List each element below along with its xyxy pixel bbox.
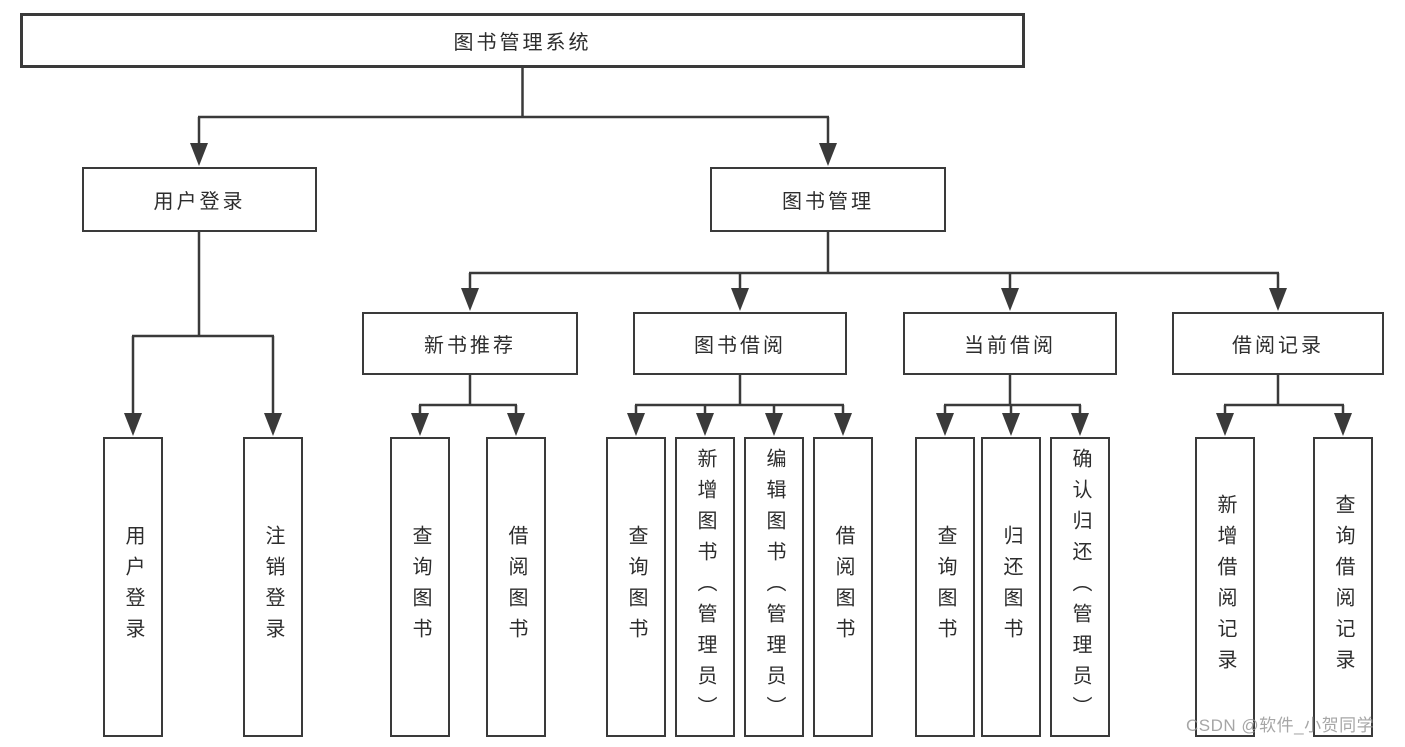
connector-borrow-records	[1223, 375, 1345, 418]
arrow-down-icon	[1269, 288, 1287, 311]
leaf-add-books-admin: 新增图书（管理员）	[675, 437, 735, 737]
node-label: 图书管理	[782, 191, 874, 213]
connector-book-management	[468, 232, 1280, 293]
arrow-down-icon	[834, 413, 852, 436]
node-label: 图书借阅	[694, 335, 786, 357]
leaf-label: 借阅图书	[832, 525, 854, 649]
arrow-down-icon	[696, 413, 714, 436]
node-label: 图书管理系统	[453, 32, 592, 54]
node-label: 新书推荐	[424, 335, 516, 357]
csdn-watermark: CSDN @软件_小贺同学	[1186, 716, 1375, 735]
node-label: 用户登录	[153, 191, 246, 213]
leaf-query-borrow-record: 查询借阅记录	[1313, 437, 1373, 737]
connector-root	[197, 68, 830, 147]
leaf-logout: 注销登录	[243, 437, 303, 737]
arrow-down-icon	[1216, 413, 1234, 436]
leaf-query-books-current: 查询图书	[915, 437, 975, 737]
arrow-down-icon	[190, 143, 208, 166]
arrow-down-icon	[264, 413, 282, 436]
node-book-borrow: 图书借阅	[633, 312, 847, 375]
node-label: 当前借阅	[964, 335, 1056, 357]
leaf-label: 用户登录	[122, 525, 144, 649]
node-borrow-records: 借阅记录	[1172, 312, 1384, 375]
leaf-query-books-borrow: 查询图书	[606, 437, 666, 737]
leaf-label: 注销登录	[262, 525, 284, 649]
arrow-down-icon	[1001, 288, 1019, 311]
arrow-down-icon	[507, 413, 525, 436]
leaf-label: 借阅图书	[505, 525, 527, 649]
arrow-down-icon	[1002, 413, 1020, 436]
node-book-management: 图书管理	[710, 167, 946, 232]
leaf-label: 查询图书	[409, 525, 431, 649]
arrow-down-icon	[461, 288, 479, 311]
leaf-add-borrow-record: 新增借阅记录	[1195, 437, 1255, 737]
leaf-label: 新增借阅记录	[1214, 494, 1236, 680]
arrow-down-icon	[731, 288, 749, 311]
leaf-label: 确认归还（管理员）	[1069, 447, 1091, 727]
node-user-login: 用户登录	[82, 167, 317, 232]
leaf-label: 查询图书	[625, 525, 647, 649]
leaf-user-login: 用户登录	[103, 437, 163, 737]
leaf-label: 编辑图书（管理员）	[763, 447, 785, 727]
leaf-edit-books-admin: 编辑图书（管理员）	[744, 437, 804, 737]
leaf-label: 新增图书（管理员）	[694, 447, 716, 727]
node-new-book-recommend: 新书推荐	[362, 312, 578, 375]
leaf-borrow-books: 借阅图书	[813, 437, 873, 737]
connector-user-login	[131, 232, 275, 418]
node-label: 借阅记录	[1232, 335, 1324, 357]
connector-new-book-recommend	[418, 375, 518, 418]
arrow-down-icon	[1334, 413, 1352, 436]
node-library-management-system: 图书管理系统	[20, 13, 1025, 68]
leaf-return-books: 归还图书	[981, 437, 1041, 737]
leaf-query-books-recommend: 查询图书	[390, 437, 450, 737]
leaf-borrow-books-recommend: 借阅图书	[486, 437, 546, 737]
arrow-down-icon	[936, 413, 954, 436]
connector-book-borrow	[634, 375, 845, 418]
arrow-down-icon	[627, 413, 645, 436]
leaf-label: 查询图书	[934, 525, 956, 649]
arrow-down-icon	[819, 143, 837, 166]
connector-current-borrow	[943, 375, 1082, 418]
arrow-down-icon	[1071, 413, 1089, 436]
arrow-down-icon	[765, 413, 783, 436]
node-current-borrow: 当前借阅	[903, 312, 1117, 375]
arrow-down-icon	[411, 413, 429, 436]
leaf-confirm-return-admin: 确认归还（管理员）	[1050, 437, 1110, 737]
arrow-down-icon	[124, 413, 142, 436]
leaf-label: 查询借阅记录	[1332, 494, 1354, 680]
arrowheads	[124, 143, 1352, 436]
leaf-label: 归还图书	[1000, 525, 1022, 649]
